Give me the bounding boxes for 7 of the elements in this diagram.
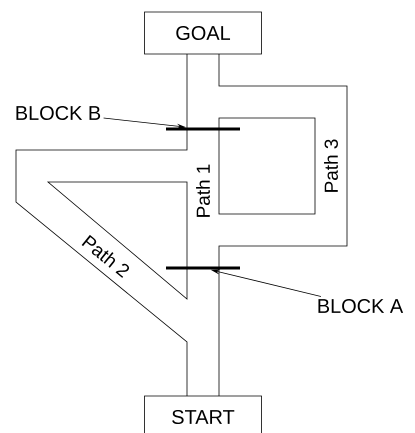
- path-label: Path 3: [324, 140, 338, 192]
- label-box: START: [144, 396, 262, 433]
- label-box: GOAL: [144, 12, 262, 54]
- path-label: Path 1: [196, 164, 210, 217]
- block-bar: [166, 128, 240, 130]
- block-label: BLOCK A: [318, 298, 404, 314]
- block-label: BLOCK B: [16, 106, 100, 120]
